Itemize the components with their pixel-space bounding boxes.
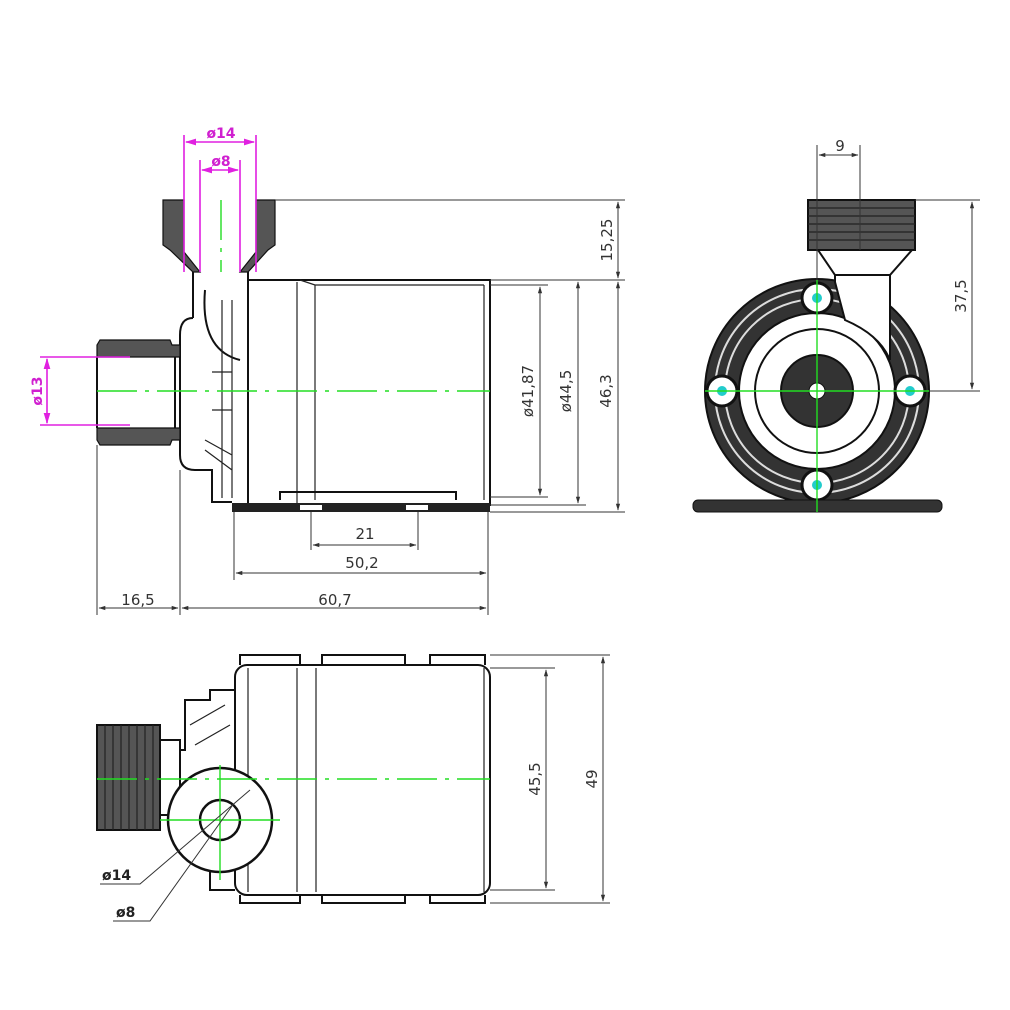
housing-lines xyxy=(296,279,485,503)
label-inlet-diameter: ø13 xyxy=(30,376,46,405)
outlet-thread-left xyxy=(162,199,202,273)
dim-ext-lines-bottom-view xyxy=(490,654,610,904)
label-outer-diameter: ø44,5 xyxy=(557,370,575,413)
thread-lines xyxy=(808,207,915,241)
label-slot-spacing: 21 xyxy=(355,525,374,543)
label-inlet-length: 16,5 xyxy=(121,591,154,609)
base-foot xyxy=(279,491,457,500)
front-view: 9 37,5 xyxy=(692,137,980,513)
body-tabs xyxy=(239,654,486,904)
label-inner-width: 45,5 xyxy=(526,762,544,795)
label-outlet-inner-diameter-bottom: ø8 xyxy=(116,905,135,921)
label-outlet-height: 15,25 xyxy=(598,219,616,262)
base-slot xyxy=(300,505,322,510)
label-outlet-height-front: 37,5 xyxy=(952,279,970,312)
label-total-width: 49 xyxy=(583,769,601,788)
dim-ext-lines-front xyxy=(816,145,980,392)
label-outlet-outer-diameter: ø14 xyxy=(206,126,235,142)
label-total-length: 60,7 xyxy=(318,591,351,609)
dim-ext-lines-right xyxy=(275,199,625,513)
body-lines xyxy=(247,668,485,892)
base-slot xyxy=(406,505,428,510)
outlet-neck xyxy=(192,272,249,318)
base-plate xyxy=(232,503,490,512)
bottom-view: 45,5 49 ø14 ø8 xyxy=(96,654,610,922)
label-body-length: 50,2 xyxy=(345,554,378,572)
volute-ribs xyxy=(189,704,231,746)
outlet-neck xyxy=(834,274,891,361)
dim-ext-outlet-outer xyxy=(183,135,257,272)
label-inner-diameter: ø41,87 xyxy=(519,365,537,417)
volute xyxy=(179,289,241,503)
outlet-thread-right xyxy=(238,199,276,273)
label-outlet-inner-diameter: ø8 xyxy=(211,154,230,170)
inlet-thread-bottom xyxy=(96,427,181,446)
side-view: ø14 ø8 ø13 15,25 ø41,87 ø44,5 46,3 21 50… xyxy=(30,126,625,615)
leader-lines xyxy=(100,789,251,922)
inlet-body xyxy=(96,357,176,428)
inlet-thread-top xyxy=(96,339,181,358)
motor-housing xyxy=(247,279,491,506)
label-outlet-outer-diameter-bottom: ø14 xyxy=(102,868,131,884)
outlet-taper xyxy=(816,249,915,276)
thread-lines xyxy=(104,725,154,830)
dim-ext-lines-bottom xyxy=(96,445,489,615)
dim-ext-inlet xyxy=(40,356,130,426)
dim-ext-outlet-inner xyxy=(199,160,241,272)
label-total-height: 46,3 xyxy=(597,374,615,407)
label-outlet-offset: 9 xyxy=(835,137,845,155)
body-outline xyxy=(234,664,491,896)
